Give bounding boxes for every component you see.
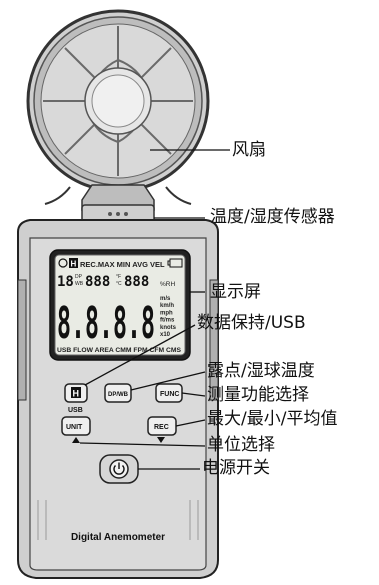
label-power-switch: 电源开关 [202,458,270,478]
label-display: 显示屏 [210,282,261,302]
leader-lines [79,149,230,470]
lcd-sub-dp: DP [75,274,83,280]
button-unit-label: UNIT [66,424,83,431]
device-name-plate: Digital Anemometer [71,532,165,543]
label-measurement-function: 测量功能选择 [207,385,309,405]
label-data-hold-usb: 数据保持/USB [197,313,306,333]
lcd-small-digits-3: 888 [124,274,149,290]
label-fan: 风扇 [232,140,266,160]
power-status-icon [58,258,68,268]
up-arrow-icon [72,437,80,443]
lcd-unit-0: m/s [160,296,171,302]
lcd-status-row: REC.MAX MIN AVG VEL [80,260,165,269]
button-func-label: FUNC [160,391,179,398]
button-hold-label: H [73,389,80,399]
lcd-unit-1: km/h [160,303,174,309]
battery-icon [167,258,183,268]
device-name: Digital Anemometer [71,532,165,543]
lcd-display: H REC.MAX MIN AVG VEL 18 DP WB 888 °F °C… [49,249,191,361]
lcd-unit-c: °C [116,281,122,287]
power-icon [113,462,125,475]
lcd-hold-indicator: H [71,260,77,269]
lcd-main-digits: 8.8.8.8 [57,298,155,349]
lcd-bottom-row: USB FLOW AREA CMM FPM CFM CMS [57,348,181,354]
fan-head [26,9,210,211]
button-hold-sublabel: USB [68,407,83,414]
lcd-unit-5: x10 [160,332,171,338]
button-unit[interactable]: UNIT [61,416,91,443]
button-rec[interactable]: REC [147,416,177,443]
lcd-unit-4: knots [160,325,177,331]
label-temp-humidity-sensor: 温度/湿度传感器 [210,207,335,227]
lcd-sub-wb: WB [75,281,84,287]
button-dpwb-label: DP/WB [108,392,129,398]
button-rec-label: REC [154,424,169,431]
lcd-small-digits-1: 18 [57,274,74,290]
button-dpwb[interactable]: DP/WB [104,383,132,403]
label-dew-point-wet-bulb: 露点/湿球温度 [207,361,315,381]
lcd-unit-f: °F [116,274,121,280]
button-hold[interactable]: H USB [64,383,88,414]
button-func[interactable]: FUNC [155,383,183,403]
lcd-unit-rh: %RH [160,281,175,288]
lcd-unit-3: ft/ms [160,318,175,324]
down-arrow-icon [157,437,165,443]
button-power[interactable] [99,454,139,484]
label-max-min-avg: 最大/最小/平均值 [207,409,338,429]
label-unit-select: 单位选择 [207,435,275,455]
lcd-small-digits-2: 888 [85,274,110,290]
lcd-unit-2: mph [160,310,173,316]
